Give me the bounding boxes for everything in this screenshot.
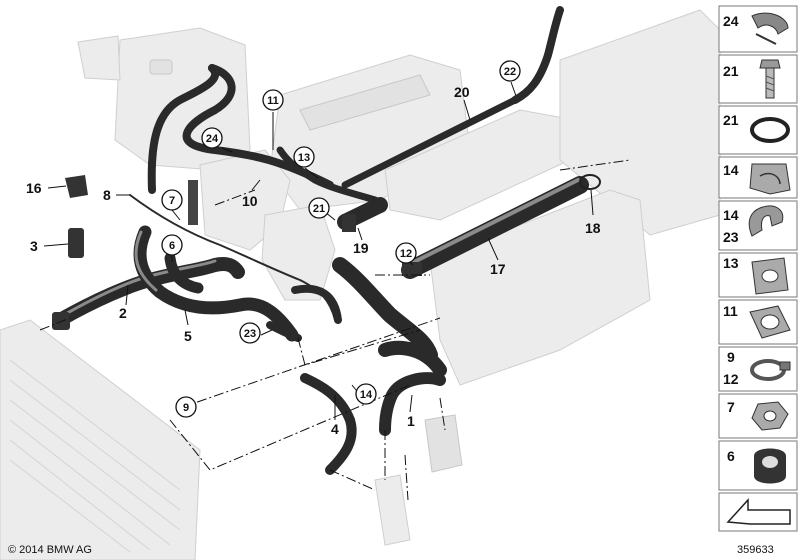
parts-panel: 24 21 21 14 14 23 13 11 9 12 7 6 [718,5,798,532]
panel-num-14a: 14 [723,162,739,178]
copyright-text: © 2014 BMW AG [8,544,92,556]
connector-19 [342,214,356,232]
callout-24: 24 [201,127,223,149]
bracket-7 [188,180,198,225]
label-4: 4 [331,421,339,437]
rubber-grommet-icon [754,448,786,484]
hoses [53,6,589,475]
upper-vent-hose-left [147,64,219,194]
expansion-tank-bracket [77,35,121,81]
svg-text:12: 12 [400,248,412,260]
hose-10 [276,146,379,204]
svg-text:14: 14 [360,389,373,401]
upper-vent-hose-right [182,64,334,189]
label-16: 16 [26,180,42,196]
callout-12: 12 [395,242,417,264]
callout-21: 21 [308,197,330,219]
panel-num-12: 12 [723,371,739,387]
label-5: 5 [184,328,192,344]
callout-23: 23 [239,322,261,344]
label-3: 3 [30,238,38,254]
o-ring-18 [579,174,601,190]
plain-labels: 16 3 8 2 5 4 1 10 19 20 17 18 [26,84,601,437]
callout-14: 14 [355,383,377,405]
callout-9: 9 [175,396,197,418]
label-17: 17 [490,261,506,277]
panel-num-9: 9 [727,349,735,365]
svg-text:21: 21 [313,203,325,215]
hose-1-upper [378,340,447,377]
pipe-17 [401,176,589,279]
radiator-fins [9,359,181,553]
hex-nut-icon [751,401,789,431]
holder-clip-icon [751,257,789,295]
panel-num-23: 23 [723,229,739,245]
expansion-tank-cap [149,59,173,75]
svg-text:9: 9 [183,402,189,414]
circled-labels: 11 24 13 7 6 21 12 22 23 14 9 [161,60,521,418]
panel-num-6: 6 [727,448,735,464]
connection-lines [39,159,631,501]
hose-main-right [332,257,438,363]
panel-num-21b: 21 [723,112,739,128]
panel-num-7: 7 [727,399,735,415]
image-number: 359633 [737,544,774,556]
label-1: 1 [407,413,415,429]
bolt-icon [759,59,781,99]
label-2: 2 [119,305,127,321]
lower-pipe-bracket [374,474,411,546]
radiator [0,319,201,560]
svg-text:13: 13 [298,152,310,164]
small-parts [52,174,601,330]
panel-num-13: 13 [723,255,739,271]
hose-1 [379,372,446,436]
temperature-sensor-16 [65,175,88,198]
o-ring-icon [750,117,790,143]
callout-11: 11 [262,89,284,111]
spring-clip-icon [748,205,784,237]
small-pump-hose [291,284,342,324]
svg-text:24: 24 [206,133,219,145]
label-10: 10 [242,193,258,209]
label-8: 8 [103,187,111,203]
svg-text:11: 11 [267,95,279,107]
arrow-icon [726,498,791,525]
hose-6 [164,252,204,294]
hose-2-coupling [52,312,70,330]
callout-6: 6 [161,234,183,256]
svg-text:22: 22 [504,66,516,78]
label-20: 20 [454,84,470,100]
label-19: 19 [353,240,369,256]
engine-block-lower [429,189,651,386]
svg-text:23: 23 [244,328,256,340]
hose-23 [266,321,302,342]
pipe-20 [341,96,519,189]
hose-4 [300,373,357,475]
hose-5 [133,225,299,342]
callout-22: 22 [499,60,521,82]
callout-13: 13 [293,146,315,168]
panel-num-24: 24 [723,13,739,29]
svg-text:7: 7 [169,195,175,207]
hose-clamp-icon [750,359,791,381]
svg-text:6: 6 [169,240,175,252]
hose-22 [511,6,564,104]
panel-num-21a: 21 [723,63,739,79]
label-18: 18 [585,220,601,236]
callout-7: 7 [161,189,183,211]
cylinder-head-ribs [299,74,431,131]
hose-clip-icon [751,12,789,45]
panel-num-14b: 14 [723,207,739,223]
panel-num-11: 11 [723,303,738,319]
pipe-holder-icon [749,305,791,339]
electric-water-pump [424,414,463,473]
bracket-clip-icon [749,163,791,195]
clip-12 [402,262,422,276]
sensor-3 [68,228,84,258]
